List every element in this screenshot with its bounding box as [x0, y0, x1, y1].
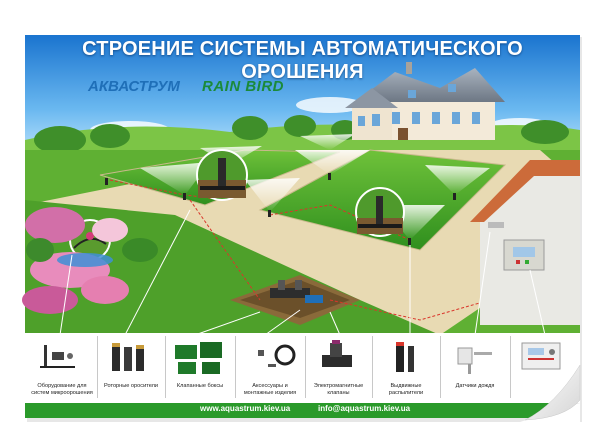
component-rain-sensors: Датчики дождя [455, 383, 495, 389]
aquastrum-logo: АКВАСТРУМ [88, 78, 180, 95]
rotor-sprinkler-icon [112, 343, 144, 371]
garage-building [470, 160, 580, 325]
callout-lines [59, 209, 546, 336]
solenoid-valve-icon [322, 340, 352, 367]
rainbird-logo: RAIN BIRD [202, 78, 284, 95]
popup-spray-icon [396, 342, 414, 372]
page-curl [520, 360, 581, 422]
footer-bar [25, 403, 565, 418]
detail-circle-2 [355, 187, 405, 237]
controller-icon [521, 342, 561, 370]
component-rotor-sprinklers: Роторные оросители [103, 383, 159, 389]
house [345, 62, 505, 140]
valve-manifold [270, 280, 323, 303]
component-valve-boxes: Клапанные боксы [176, 383, 224, 389]
website-link[interactable]: www.aquastrum.kiev.ua [200, 404, 291, 413]
tree-line [34, 115, 569, 154]
rain-sensor-icon [457, 347, 492, 374]
valve-box-icon [175, 342, 222, 374]
detail-circle-1 [196, 149, 248, 201]
drip-equipment-icon [40, 345, 75, 368]
flower-bushes [22, 207, 158, 314]
poster-title: СТРОЕНИЕ СИСТЕМЫ АВТОМАТИЧЕСКОГО ОРОШЕНИ… [82, 38, 523, 83]
email-link[interactable]: info@aquastrum.kiev.ua [318, 404, 411, 413]
fittings-icon [258, 344, 296, 367]
